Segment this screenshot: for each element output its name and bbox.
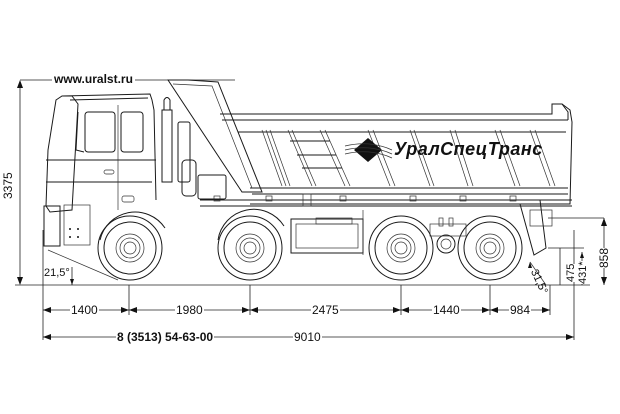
wheelbase-3-4-label: 1440 [432,303,461,317]
wheels [97,199,604,281]
front-overhang-label: 1400 [70,303,99,317]
rear-clearance-431-label: 431* [577,261,589,284]
rear-frame-height-label: 858 [597,247,611,268]
logo-mark [344,138,393,162]
phone-number[interactable]: 8 (3513) 54-63-00 [116,330,215,344]
wheel-1 [97,211,166,281]
overall-length-label: 9010 [293,330,322,344]
wheelbase-1-2-label: 1980 [175,303,204,317]
wheel-4 [457,215,523,281]
chassis-equipment [161,97,364,255]
wheel-3 [368,215,434,281]
rear-underride [519,199,604,256]
overall-height-label: 3375 [1,171,15,200]
cab [43,93,157,281]
rear-overhang-label: 984 [509,303,532,317]
wheelbase-2-3-label: 2475 [311,303,340,317]
dimension-lines [42,218,607,340]
rear-clearance-475-label: 475 [565,263,577,282]
dump-body [167,79,573,207]
website-url[interactable]: www.uralst.ru [52,72,135,86]
front-approach-angle-label: 21,5° [44,267,70,279]
brand-logo-text: УралСпецТранс [394,139,543,159]
wheel-2 [217,208,285,281]
tandem-suspension [429,217,467,254]
